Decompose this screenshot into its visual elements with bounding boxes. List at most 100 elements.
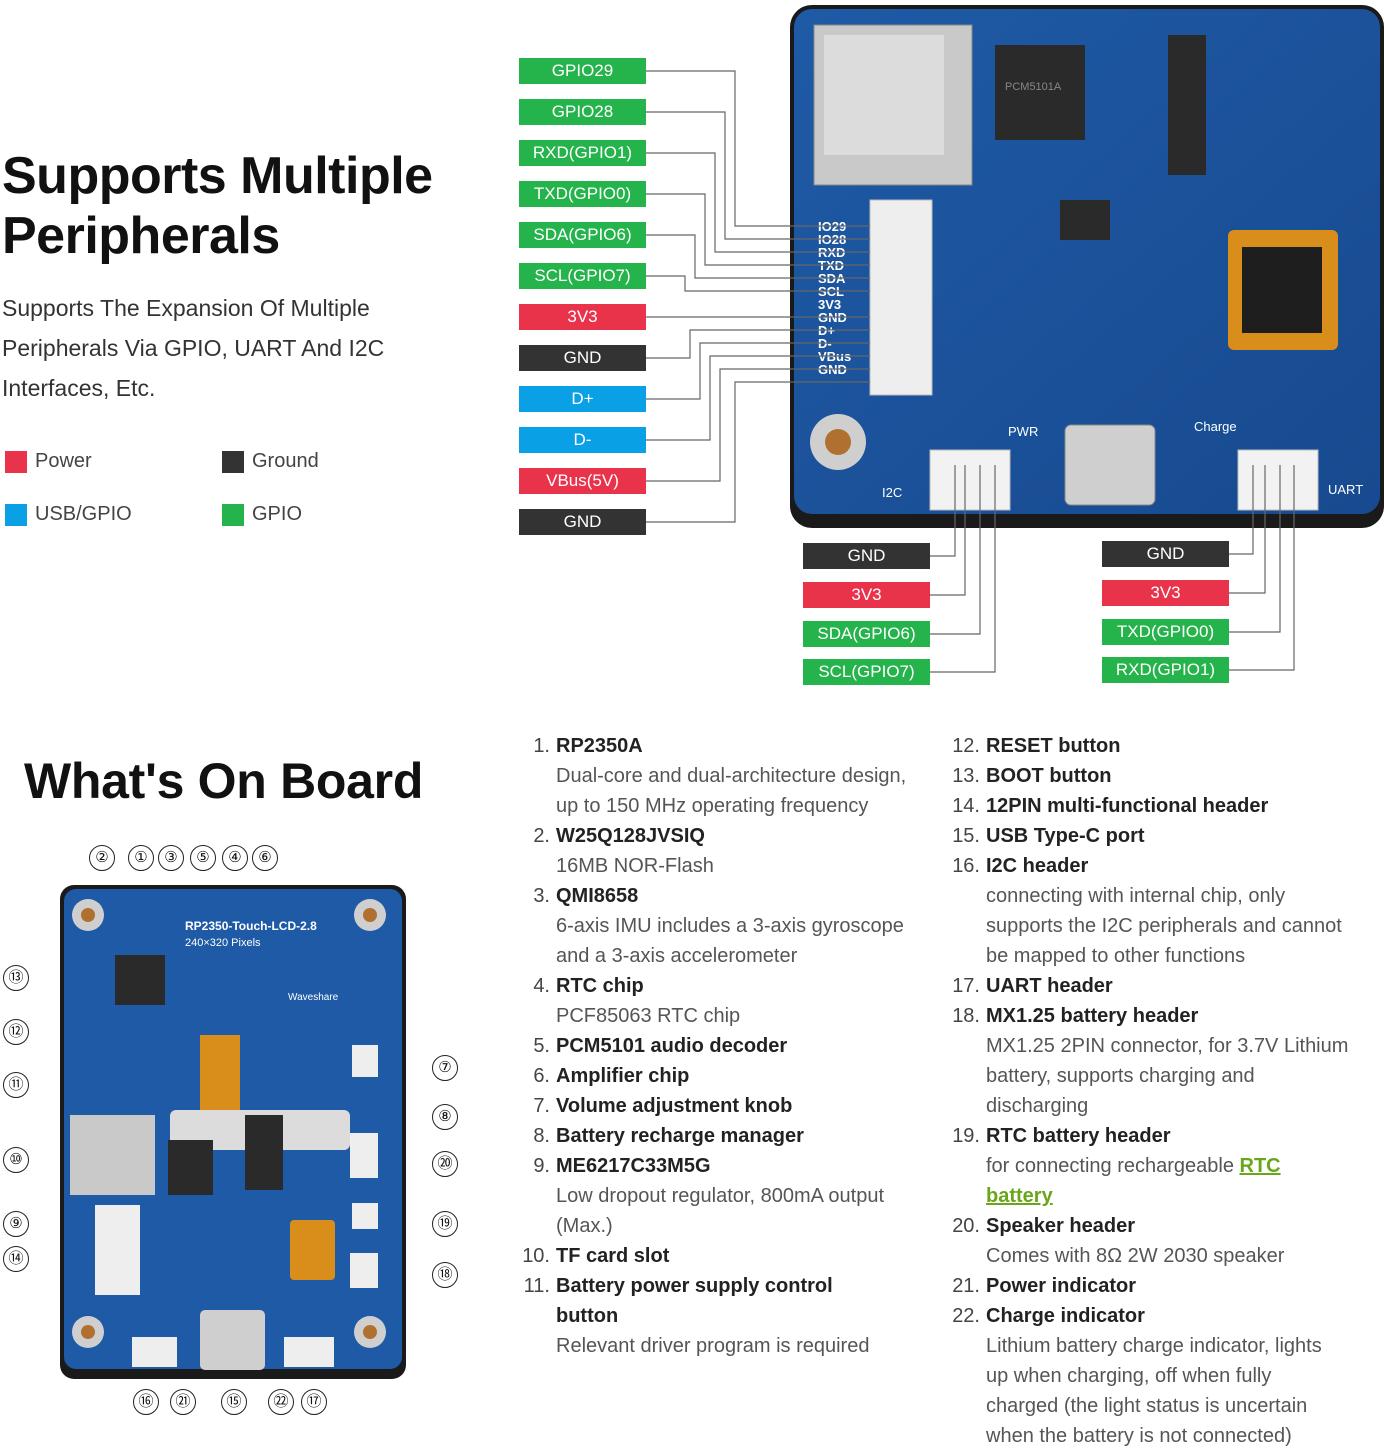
legend-swatch [222, 503, 244, 526]
board-bottom-illustration: RP2350-Touch-LCD-2.8 240×320 Pixels Wave… [60, 885, 406, 1379]
silk-i2c: I2C [882, 485, 902, 500]
callout-2: ② [89, 845, 115, 871]
feature-item: 12.RESET button [952, 735, 1121, 757]
callout-17: ⑰ [301, 1389, 327, 1415]
callout-15: ⑮ [221, 1389, 247, 1415]
callout-12: ⑫ [3, 1019, 29, 1045]
uart-pin-label: 3V3 [1102, 580, 1229, 606]
legend-swatch [5, 450, 27, 473]
feature-item: 14.12PIN multi-functional header [952, 795, 1269, 817]
pin-label: SCL(GPIO7) [519, 263, 646, 289]
legend-usb-gpio: USB/GPIO [5, 503, 132, 526]
callout-1: ① [128, 845, 154, 871]
feature-item: 10.TF card slot [522, 1245, 670, 1267]
i2c-pin-label: 3V3 [803, 582, 930, 608]
silk-pwr: PWR [1008, 424, 1038, 439]
hero-title: Supports Multiple Peripherals [2, 147, 433, 265]
legend-power: Power [5, 450, 92, 473]
silk-charge: Charge [1194, 419, 1237, 434]
audio-chip-label: PCM5101A [1005, 81, 1062, 93]
uart-pin-label: RXD(GPIO1) [1102, 657, 1229, 683]
legend-ground: Ground [222, 450, 319, 473]
legend-label: Ground [252, 450, 319, 472]
amp-chip [1168, 35, 1206, 175]
callout-3: ③ [158, 845, 184, 871]
legend-label: GPIO [252, 503, 303, 525]
i2c-pin-label: GND [803, 543, 930, 569]
pin-label: VBus(5V) [519, 468, 646, 494]
callout-14: ⑭ [3, 1246, 29, 1272]
uart-pin-label: TXD(GPIO0) [1102, 619, 1229, 645]
feature-item: 7.Volume adjustment knob [533, 1095, 793, 1117]
legend-gpio: GPIO [222, 503, 302, 526]
legend-swatch [222, 450, 244, 473]
callout-8: ⑧ [432, 1104, 458, 1130]
callout-20: ⑳ [432, 1151, 458, 1177]
callout-11: ⑪ [3, 1072, 29, 1098]
feature-item: 13.BOOT button [952, 765, 1112, 787]
pin-label: D- [519, 427, 646, 453]
feature-item: 17.UART header [952, 975, 1113, 997]
i2c-pin-label: SCL(GPIO7) [803, 659, 930, 685]
legend-label: USB/GPIO [35, 503, 132, 525]
pin-label: GPIO28 [519, 99, 646, 125]
legend-swatch [5, 503, 27, 526]
silk-model: RP2350-Touch-LCD-2.8 [185, 919, 317, 933]
rtc-battery-link[interactable]: RTC battery [986, 1155, 1281, 1207]
header-12pin-small [95, 1205, 140, 1295]
callout-9: ⑨ [3, 1211, 29, 1237]
pin-label: RXD(GPIO1) [519, 140, 646, 166]
feature-list-right: 12.RESET button 13.BOOT button 14.12PIN … [950, 731, 1380, 1451]
uart-pin-label: GND [1102, 541, 1229, 567]
pin-label: GPIO29 [519, 58, 646, 84]
svg-text:3V3: 3V3 [818, 297, 841, 312]
callout-6: ⑥ [252, 845, 278, 871]
usb-c-small [200, 1310, 265, 1370]
pin-label: GND [519, 509, 646, 535]
pin-header-12 [869, 199, 933, 396]
i2c-pin-label: SDA(GPIO6) [803, 621, 930, 647]
whats-on-board-title: What's On Board [24, 753, 424, 809]
pin-label: 3V3 [519, 304, 646, 330]
callout-18: ⑱ [432, 1262, 458, 1288]
silk-pixels: 240×320 Pixels [185, 937, 261, 949]
feature-item: 21.Power indicator [952, 1275, 1137, 1297]
callout-5: ⑤ [190, 845, 216, 871]
pin-label: TXD(GPIO0) [519, 181, 646, 207]
usb-c-port [1064, 424, 1156, 506]
callout-4: ④ [222, 845, 248, 871]
callout-19: ⑲ [432, 1211, 458, 1237]
callout-10: ⑩ [3, 1147, 29, 1173]
feature-item: 8.Battery recharge manager [533, 1125, 804, 1147]
rp2350-chip [115, 955, 165, 1005]
pin-label: SDA(GPIO6) [519, 222, 646, 248]
i2c-connector [929, 449, 1011, 511]
pin-label: D+ [519, 386, 646, 412]
legend-label: Power [35, 450, 92, 472]
silk-brand: Waveshare [288, 992, 339, 1003]
callout-7: ⑦ [432, 1055, 458, 1081]
audio-chip [995, 45, 1085, 140]
feature-item: 5.PCM5101 audio decoder [533, 1035, 788, 1057]
feature-item: 15.USB Type-C port [952, 825, 1145, 847]
pin-label: GND [519, 345, 646, 371]
tf-slot-small [70, 1115, 155, 1195]
hero-subtitle: Supports The Expansion Of Multiple Perip… [2, 295, 385, 401]
callout-22: ㉒ [268, 1389, 294, 1415]
callout-16: ⑯ [133, 1389, 159, 1415]
uart-connector [1237, 449, 1319, 511]
callout-13: ⑬ [3, 965, 29, 991]
